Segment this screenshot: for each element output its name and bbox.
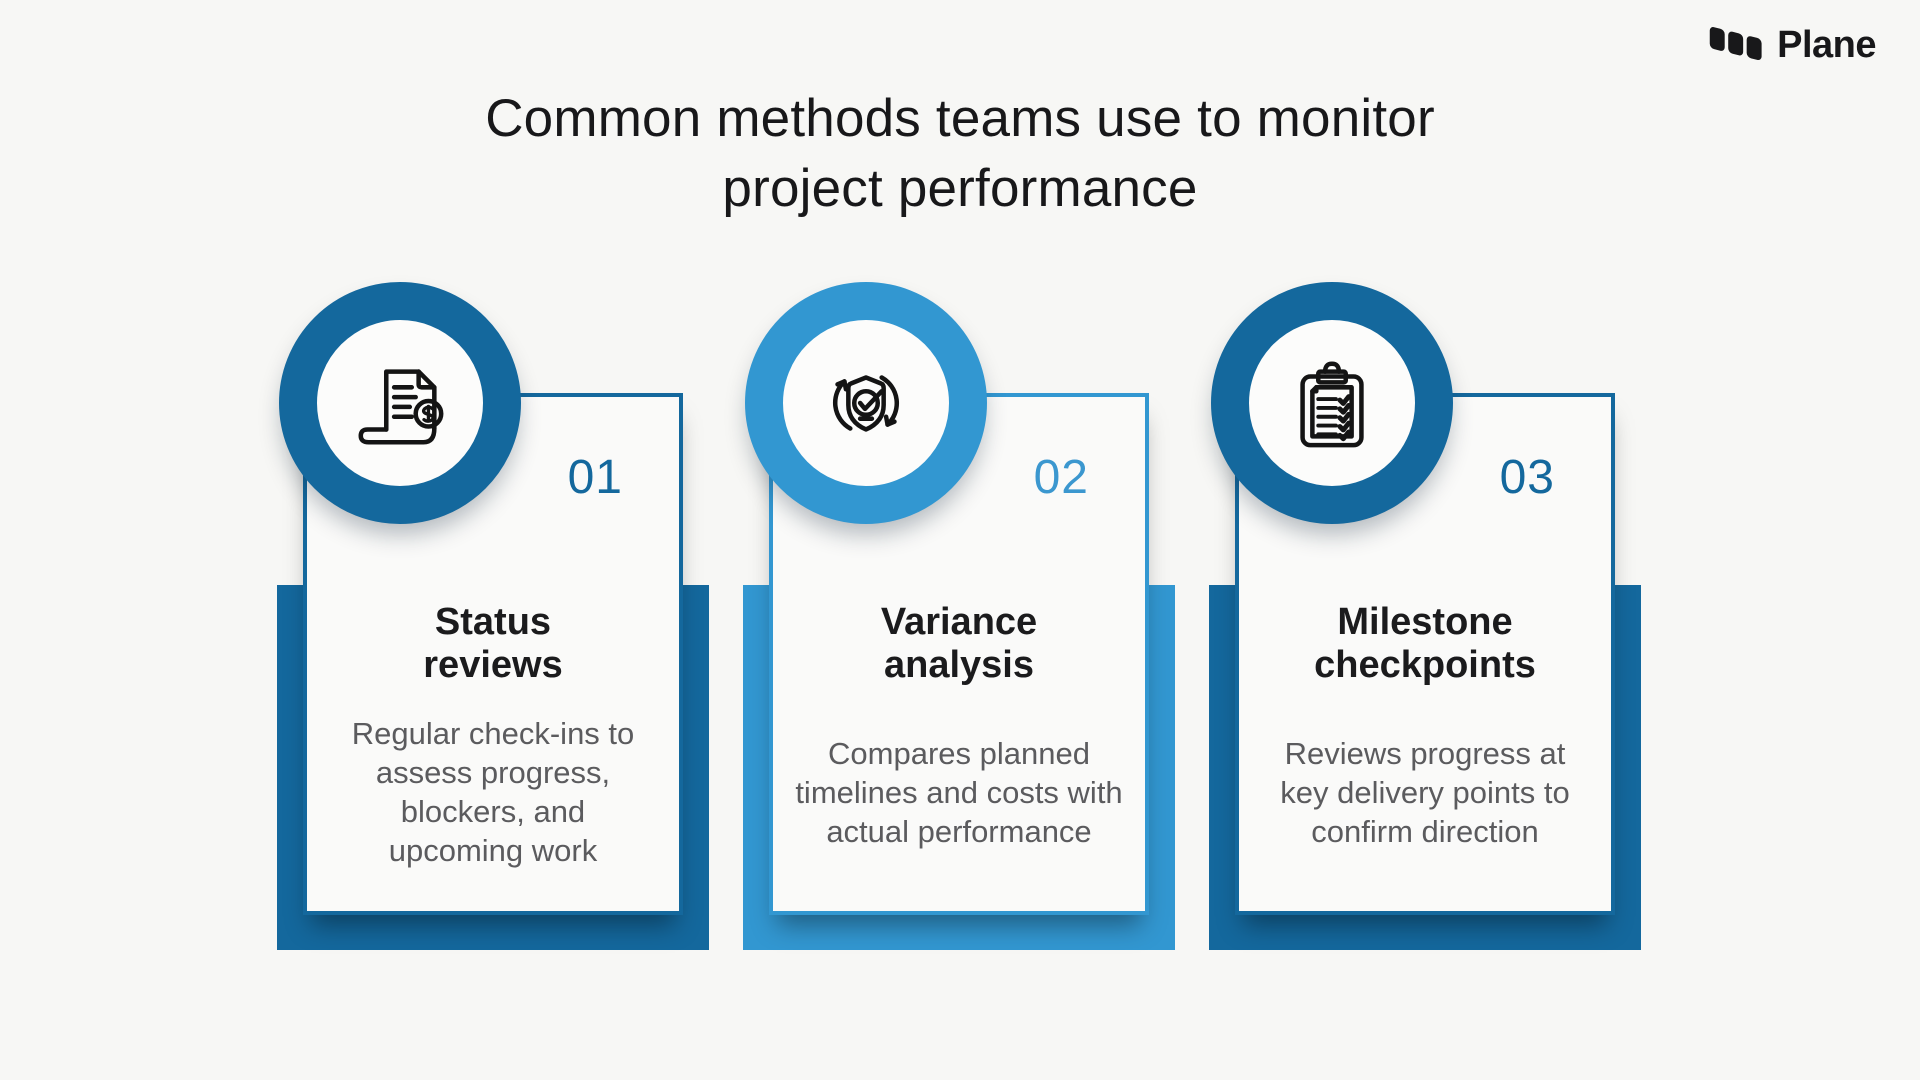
card-description: Reviews progress at key delivery points …	[1280, 735, 1570, 849]
step-number: 03	[1499, 451, 1555, 504]
brand-logo: Plane	[1708, 22, 1876, 68]
shield-check-refresh-icon	[832, 375, 900, 432]
method-item-variance-analysis: 02 Variance analysis Compares planned ti…	[743, 282, 1175, 950]
icon-circle	[279, 282, 521, 524]
page-title: Common methods teams use to monitor proj…	[485, 89, 1435, 218]
plane-logo-icon	[1709, 27, 1762, 61]
step-number: 01	[567, 451, 623, 504]
receipt-dollar-icon	[358, 369, 444, 445]
card-description: Compares planned timelines and costs wit…	[795, 735, 1123, 849]
clipboard-checklist-icon	[1300, 361, 1364, 448]
method-item-status-reviews: 01 Status reviews Regular check-ins to a…	[277, 282, 709, 950]
step-number: 02	[1033, 451, 1089, 504]
card-description: Regular check-ins to assess progress, bl…	[351, 716, 635, 868]
icon-circle	[745, 282, 987, 524]
method-item-milestone-checkpoints: 03 Milestone checkpoints Reviews progres…	[1209, 282, 1641, 950]
card-heading: Milestone checkpoints	[1314, 601, 1536, 686]
icon-circle	[1211, 282, 1453, 524]
card-heading: Variance analysis	[880, 601, 1038, 686]
card-heading: Status reviews	[423, 601, 563, 686]
brand-name: Plane	[1777, 23, 1876, 66]
